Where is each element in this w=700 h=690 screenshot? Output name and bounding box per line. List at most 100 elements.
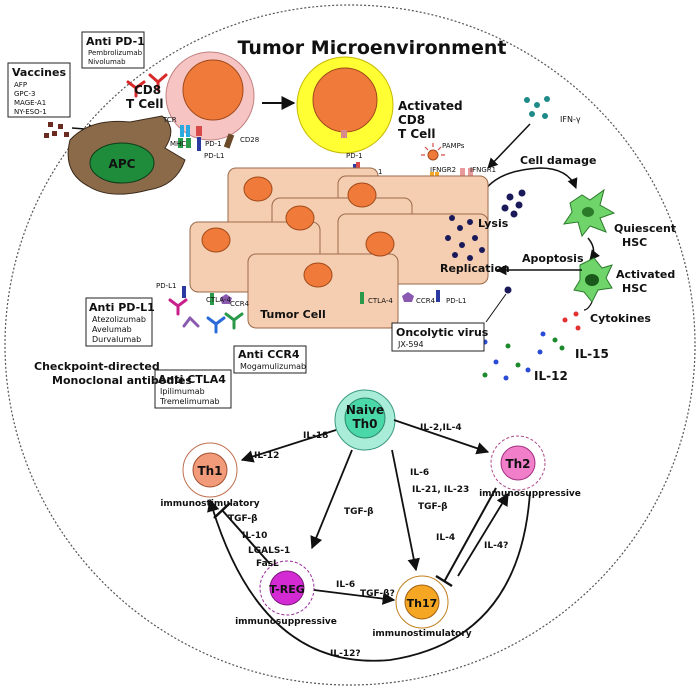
microenvironment-boundary (4, 4, 696, 686)
apc-nucleus (89, 142, 155, 184)
il2-il4-label: IL-2,IL-4 (420, 423, 462, 433)
anti-pdl1-item: Avelumab (92, 325, 132, 334)
oncolytic-virus-box: Oncolytic virus JX-594 (391, 322, 489, 352)
cd8-label: CD8 (134, 83, 161, 97)
anti-ccr4-item: Mogamulizumab (240, 362, 306, 371)
pamps-label: PAMPs (442, 142, 465, 150)
activated-cd8-nucleus (312, 67, 378, 133)
th17-factor: IL-6 (410, 468, 429, 478)
ctla4-label: CTLA-4 (368, 297, 393, 305)
vaccine-item: NY-ESO-1 (14, 108, 47, 116)
tumor-cell-label: Tumor Cell (260, 308, 325, 321)
oncolytic-virus-particles (445, 189, 526, 294)
anti-ccr4-heading: Anti CCR4 (238, 348, 300, 361)
quiescent-hsc-label: Quiescent (614, 222, 676, 235)
ifn-gamma-label: IFN-γ (560, 115, 581, 124)
cd8-label: T Cell (126, 97, 164, 111)
tcr-label: TCR (162, 116, 177, 124)
tcr-mhc-receptors (178, 125, 235, 151)
anti-ctla4-item: Ipilimumab (160, 387, 205, 396)
tumor-cell-cluster: Tumor Cell (189, 167, 489, 329)
il4-q-label: IL-4? (484, 541, 508, 551)
oncolytic-pointer (485, 293, 507, 323)
treg-inhibits-th1 (221, 509, 271, 565)
apc-cell: APC (67, 115, 186, 195)
naive-label: Th0 (352, 417, 377, 431)
treg-label: T-REG (269, 583, 304, 596)
il12-q-label: IL-12? (330, 649, 361, 659)
cell-damage-arrow (484, 167, 578, 191)
checkpoint-receptors (182, 286, 440, 305)
th1-label: Th1 (197, 464, 222, 478)
pdl1-label: PD-L1 (446, 297, 467, 305)
anti-pdl1-item: Durvalumab (92, 335, 141, 344)
vaccines-box: Vaccines AFP GPC-3 MAGE-A1 NY-ESO-1 (7, 62, 71, 118)
anti-ctla4-item: Tremelimumab (159, 397, 220, 406)
apc-label: APC (109, 157, 136, 171)
th0-to-treg-arrow (310, 449, 353, 550)
activated-cd8-label: T Cell (398, 127, 436, 141)
cytokine-arrow (583, 301, 593, 311)
activated-cd8-label: Activated (398, 99, 463, 113)
th0-to-th17-arrow (391, 449, 420, 572)
il15-label: IL-15 (575, 347, 609, 361)
vaccine-peptides-icon (44, 122, 69, 138)
ifn-arrow (487, 123, 531, 169)
th2-cell: Th2 (490, 435, 546, 491)
anti-pdl1-item: Atezolizumab (92, 315, 146, 324)
vaccine-item: AFP (14, 81, 27, 89)
activated-hsc-label: HSC (622, 282, 647, 295)
cytokine-dots (482, 311, 581, 381)
anti-pd1-box: Anti PD-1 Pembrolizumab Nivolumab (81, 31, 145, 69)
treg-to-th17-arrow (313, 589, 396, 605)
activated-hsc-label: Activated (616, 268, 675, 281)
th17-label: Th17 (407, 597, 438, 610)
naive-th0-cell: Naive Th0 (334, 389, 396, 451)
ccr4-label: CCR4 (230, 300, 250, 308)
hsc-activation-arrow (587, 237, 601, 261)
quiescent-hsc-label: HSC (622, 236, 647, 249)
pd1-label: PD-1 (205, 140, 222, 148)
cd8-nucleus (182, 59, 244, 121)
anti-pd1-item: Nivolumab (88, 58, 126, 66)
il12-label: IL-12 (254, 451, 279, 461)
checkpoint-label: Checkpoint-directed (34, 360, 160, 373)
ccr4-label: CCR4 (416, 297, 436, 305)
inhibition-bar (435, 574, 453, 588)
treg-inhib-factor: IL-10 (242, 531, 267, 541)
anti-pd1-heading: Anti PD-1 (86, 35, 145, 48)
vaccines-heading: Vaccines (12, 66, 66, 79)
antibody-icons (168, 298, 244, 334)
il18-label: IL-18 (303, 431, 328, 441)
replication-label: Replication (440, 262, 510, 275)
th2-label: Th2 (505, 457, 530, 471)
vaccine-item: GPC-3 (14, 90, 36, 98)
ifngr2-label: IFNGR2 (430, 166, 456, 174)
activated-cd8-t-cell: Activated CD8 T Cell (296, 56, 463, 154)
anti-ctla4-box: Anti CTLA4 Ipilimumab Tremelimumab (154, 369, 232, 409)
pdl1-label: PD-L1 (204, 152, 225, 160)
cell-damage-label: Cell damage (520, 154, 596, 167)
naive-label: Naive (346, 403, 384, 417)
th17-to-th2-arrow (457, 492, 509, 577)
lysis-label: Lysis (478, 217, 509, 230)
anti-ctla4-heading: Anti CTLA4 (158, 373, 226, 386)
pd1-label: PD-1 (346, 152, 363, 160)
cd8-t-cell: CD8 T Cell (126, 51, 255, 141)
vaccine-item: MAGE-A1 (14, 99, 46, 107)
inhibition-bar (213, 502, 231, 519)
il6-label: IL-6 (336, 580, 355, 590)
th17-function-label: immunostimulatory (372, 629, 471, 639)
th17-cell: Th17 (395, 575, 449, 629)
cytokines-label: Cytokines (590, 312, 651, 325)
cd28-label: CD28 (240, 136, 259, 144)
il4-label: IL-4 (436, 533, 455, 543)
ctla4-label: CTLA-4 (206, 296, 231, 304)
th0-to-th2-arrow (393, 419, 490, 455)
anti-pdl1-box: Anti PD-L1 Atezolizumab Avelumab Durvalu… (85, 297, 155, 347)
th2-inhibits-th17 (443, 487, 497, 583)
th1-cell: Th1 (182, 442, 238, 498)
oncolytic-heading: Oncolytic virus (396, 326, 489, 339)
il12-label: IL-12 (534, 369, 568, 383)
ifngr1-label: IFNGR1 (470, 166, 496, 174)
